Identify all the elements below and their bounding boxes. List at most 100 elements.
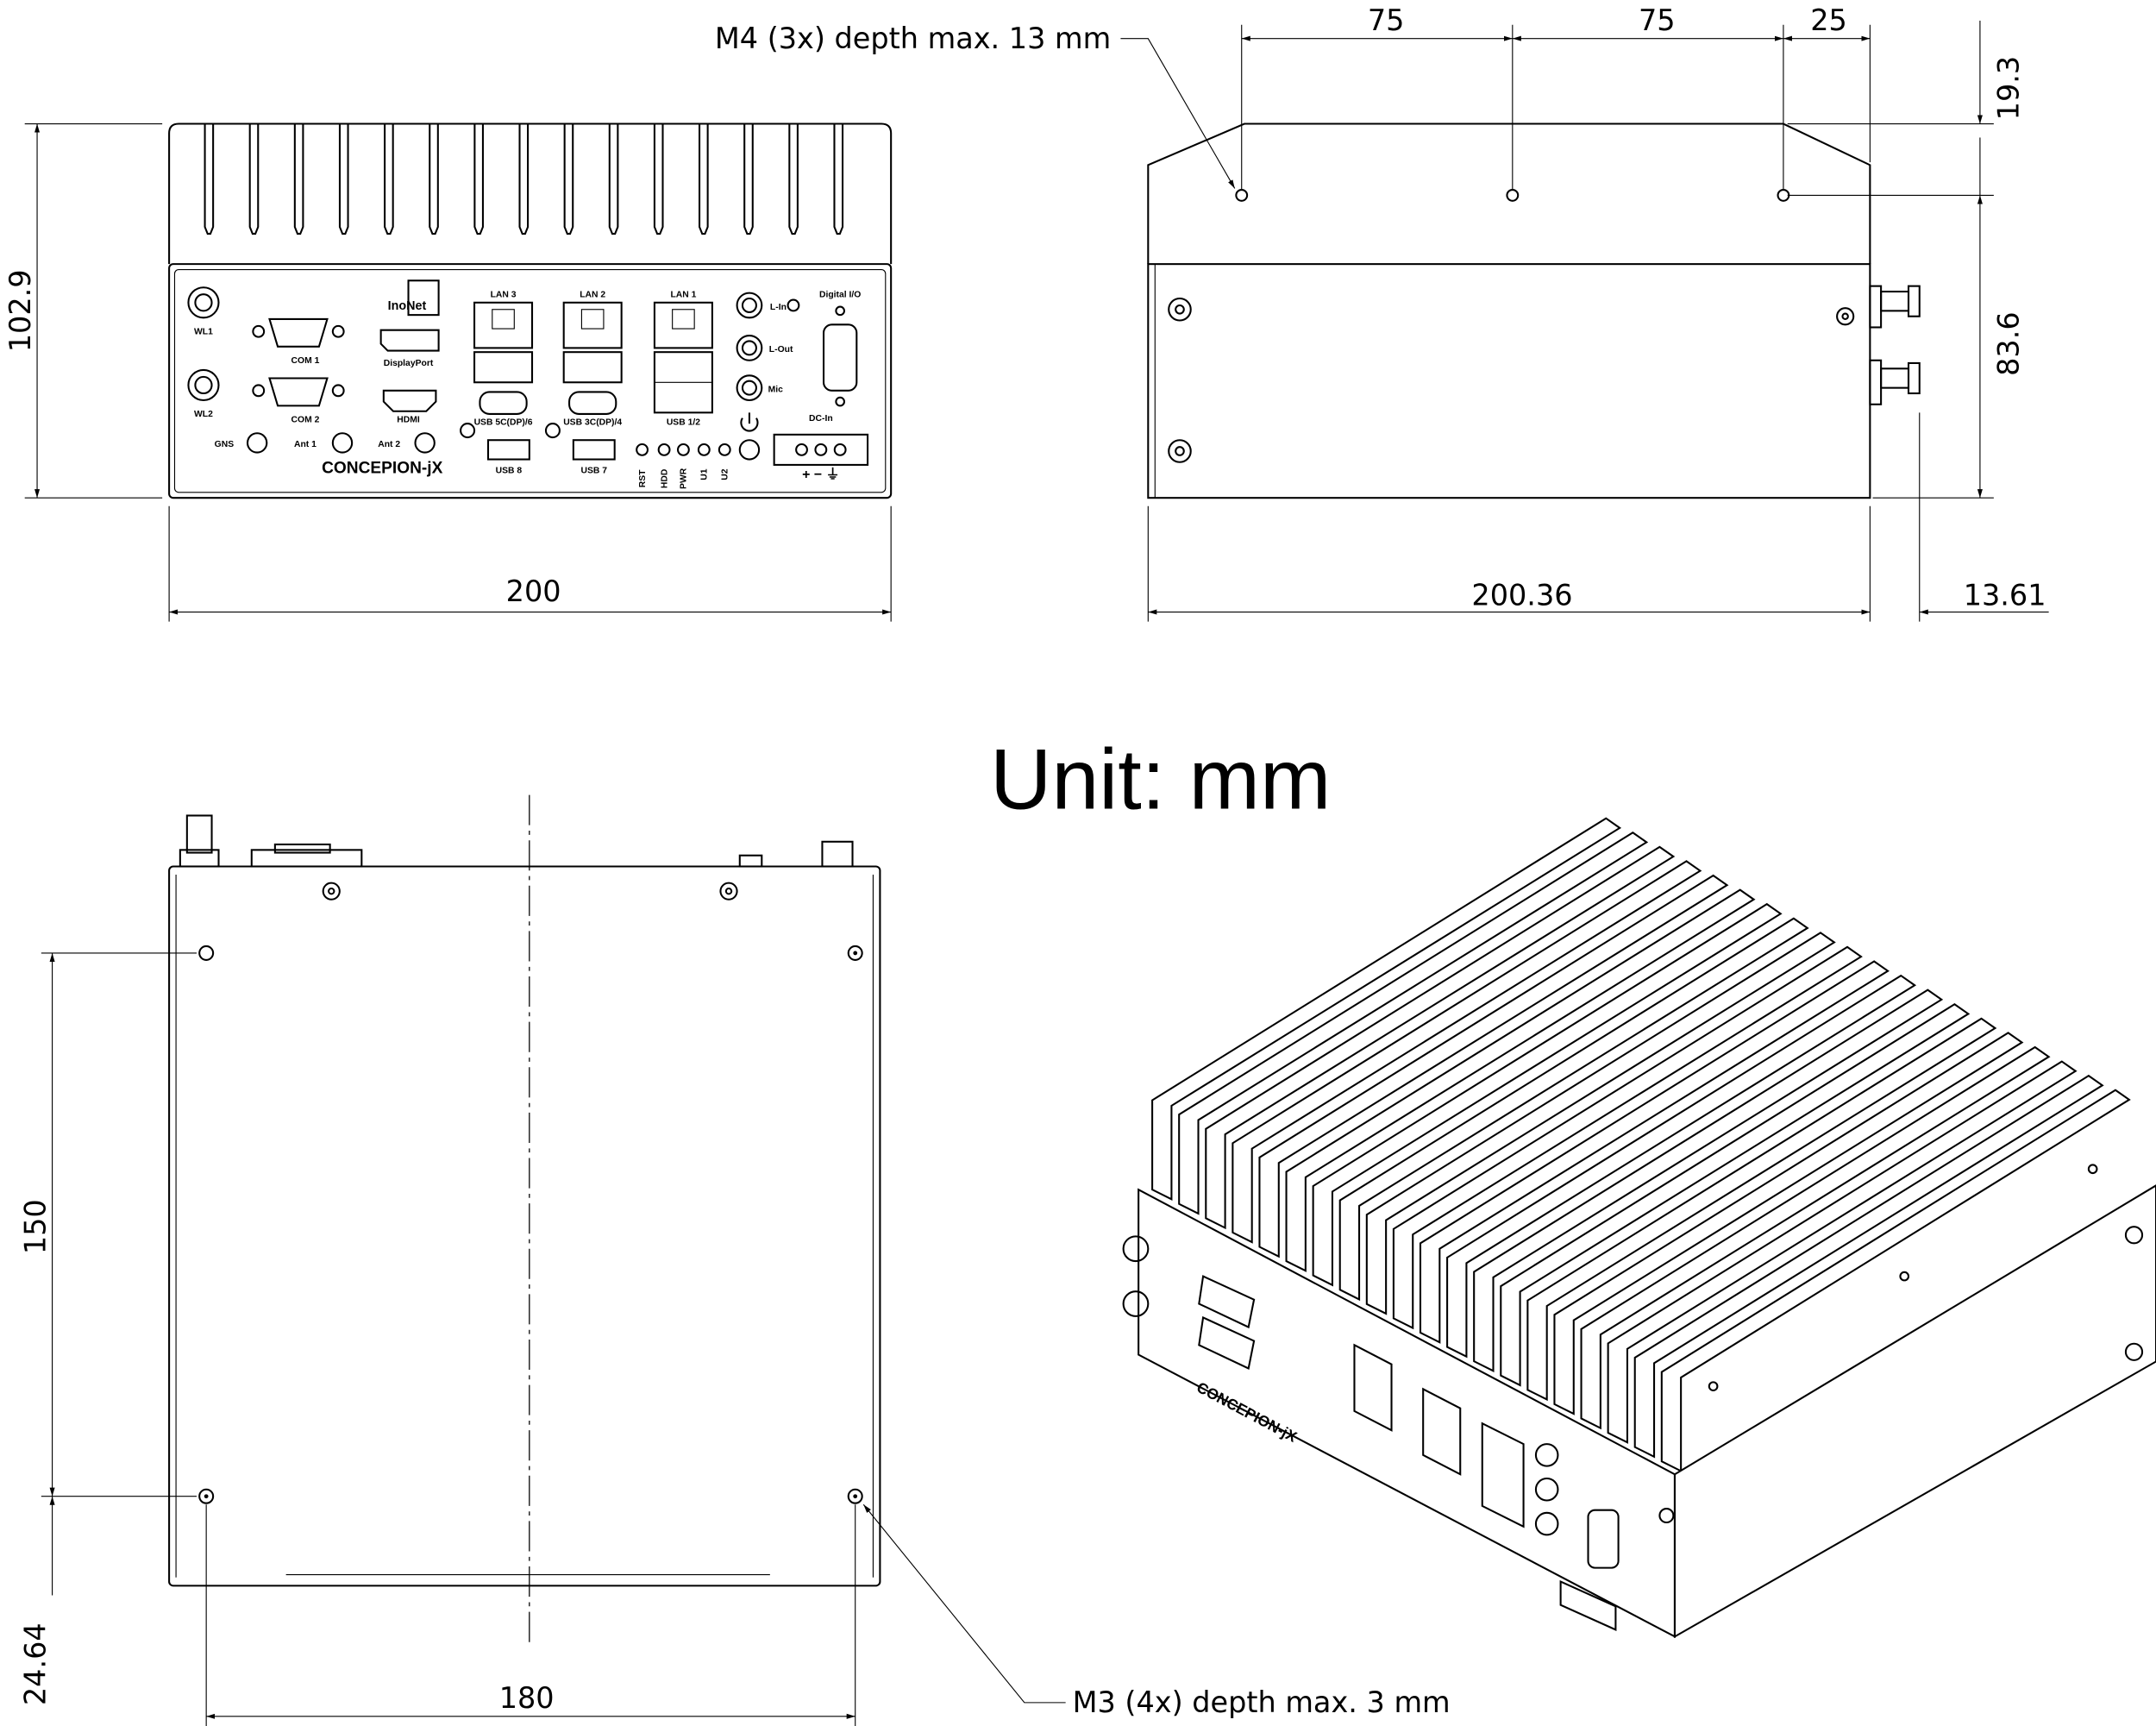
iso-fin: [1312, 902, 1783, 1287]
dc-in-terminal: DC-In + − ⏚: [773, 414, 869, 482]
iso-fin: [1178, 832, 1649, 1215]
usb8-port: USB 8: [486, 439, 530, 475]
led-rst-label: RST: [638, 469, 648, 487]
mic-label: Mic: [768, 385, 784, 394]
displayport-port: DisplayPort: [379, 329, 440, 368]
m4-hole: [1506, 189, 1520, 202]
heatsink-slot: [429, 123, 439, 235]
usb7-label: USB 7: [581, 466, 608, 475]
side-antenna-connectors: [1869, 285, 1921, 405]
spacing-2-dimension: 75: [1639, 3, 1676, 37]
com2-port: COM 2: [252, 377, 345, 424]
bottom-view: 150 24.64 180 M3 (4x) depth max. 3 mm: [19, 794, 1451, 1726]
unit-label: Unit: mm: [990, 732, 1331, 827]
iso-fin: [1338, 917, 1809, 1302]
com2-label: COM 2: [291, 415, 320, 424]
com1-label: COM 1: [291, 356, 320, 366]
line-out-label: L-Out: [769, 345, 793, 355]
heatsink-slot: [833, 123, 844, 235]
lan1-usb-stack: LAN 1 USB 1/2: [653, 290, 713, 428]
iso-fin: [1580, 1045, 2051, 1430]
side-dimensions: 75 75 25 19.3 83.6 200.36 13.61 M4 (3x) …: [715, 3, 2049, 622]
front-view: WL1 WL2 COM 1 COM 2 InoNet DisplayPort H…: [3, 122, 893, 622]
body-height-dimension: 83.6: [1992, 311, 2026, 376]
iso-fin: [1258, 874, 1729, 1258]
m4-hole: [1235, 189, 1249, 202]
m4-note: M4 (3x) depth max. 13 mm: [715, 22, 1111, 55]
displayport-label: DisplayPort: [384, 359, 434, 368]
usb8-label: USB 8: [496, 466, 523, 475]
top-connectors: [179, 814, 854, 868]
usb12-label: USB 1/2: [667, 418, 700, 428]
bottom-dimensions: 150 24.64 180 M3 (4x) depth max. 3 mm: [19, 952, 1451, 1726]
iso-fin: [1232, 860, 1702, 1244]
usb7-port: USB 7: [572, 439, 616, 475]
side-view: 75 75 25 19.3 83.6 200.36 13.61 M4 (3x) …: [715, 3, 2049, 622]
heatsink-slot: [518, 123, 530, 235]
ant1-label: Ant 1: [294, 440, 317, 449]
usb56-label: USB 5C(DP)/6: [474, 418, 533, 428]
screw-hole: [544, 423, 561, 439]
heatsink-slot: [743, 123, 754, 235]
protrusion-dimension: 13.61: [1964, 579, 2046, 612]
power-button: [738, 439, 761, 461]
heatsink-slot: [563, 123, 574, 235]
led-pwr-label: PWR: [680, 468, 689, 489]
isometric-view: CONCEPION-jX: [1122, 817, 2156, 1639]
inonet-logo: InoNet: [388, 279, 440, 317]
com1-port: COM 1: [252, 317, 345, 366]
front-dimensions: 102.9 200: [3, 122, 892, 622]
height-dimension: 102.9: [3, 269, 37, 352]
digital-io-port: Digital I/O: [819, 290, 861, 407]
svg-text:InoNet: InoNet: [388, 299, 427, 313]
lan1-label: LAN 1: [670, 290, 696, 299]
hdmi-label: HDMI: [397, 415, 420, 424]
iso-side-panel: [1673, 1184, 2156, 1639]
lan2-usb-stack: LAN 2 USB 3C(DP)/4: [562, 290, 623, 428]
iso-fin: [1500, 1003, 1971, 1387]
heatsink-slot: [338, 123, 349, 235]
iso-fin: [1473, 989, 1944, 1372]
iso-fin: [1419, 960, 1890, 1344]
antenna-holes: GNS Ant 1 Ant 2: [215, 432, 436, 454]
hole-spacing-y-dimension: 150: [19, 1199, 53, 1254]
width-dimension: 200: [506, 574, 561, 608]
ant2-label: Ant 2: [378, 440, 400, 449]
iso-heatsink-fins: [1151, 817, 2131, 1473]
heatsink-slot: [473, 123, 484, 235]
iso-fin: [1285, 888, 1756, 1272]
audio-jacks: L-In L-Out Mic: [736, 292, 800, 402]
m3-hole: [198, 1488, 215, 1504]
heatsink-slot: [204, 123, 215, 235]
lan3-usb-stack: LAN 3 USB 5C(DP)/6: [473, 290, 534, 428]
iso-fin: [1633, 1074, 2104, 1459]
heatsink-slot: [653, 123, 664, 235]
heatsink-slot: [293, 123, 304, 235]
usb34-label: USB 3C(DP)/4: [563, 418, 622, 428]
m4-hole: [1777, 189, 1790, 202]
depth-dimension: 200.36: [1471, 579, 1572, 612]
screw-hole: [460, 423, 476, 439]
wl1-label: WL1: [194, 327, 213, 336]
lan2-label: LAN 2: [580, 290, 605, 299]
m3-hole: [198, 945, 215, 961]
dc-in-label: DC-In: [809, 414, 833, 424]
iso-fin: [1151, 817, 1622, 1202]
iso-fin: [1205, 845, 1676, 1230]
dc-polarity-label: + − ⏚: [802, 467, 839, 482]
iso-fin: [1392, 945, 1863, 1330]
heatsink-slot: [788, 123, 799, 235]
iso-fin: [1526, 1017, 1997, 1402]
hole-offset-y-dimension: 24.64: [19, 1622, 53, 1705]
wl2-antenna-connector: WL2: [187, 368, 220, 419]
top-offset-dimension: 19.3: [1992, 56, 2026, 121]
m3-hole: [847, 945, 863, 961]
led-u2-label: U2: [720, 468, 730, 480]
m3-hole: [847, 1488, 863, 1504]
led-u1-label: U1: [700, 468, 710, 480]
heatsink-slot: [384, 123, 394, 235]
spacing-3-dimension: 25: [1810, 3, 1847, 37]
led-hdd-label: HDD: [660, 468, 669, 488]
line-in-label: L-In: [770, 303, 787, 312]
